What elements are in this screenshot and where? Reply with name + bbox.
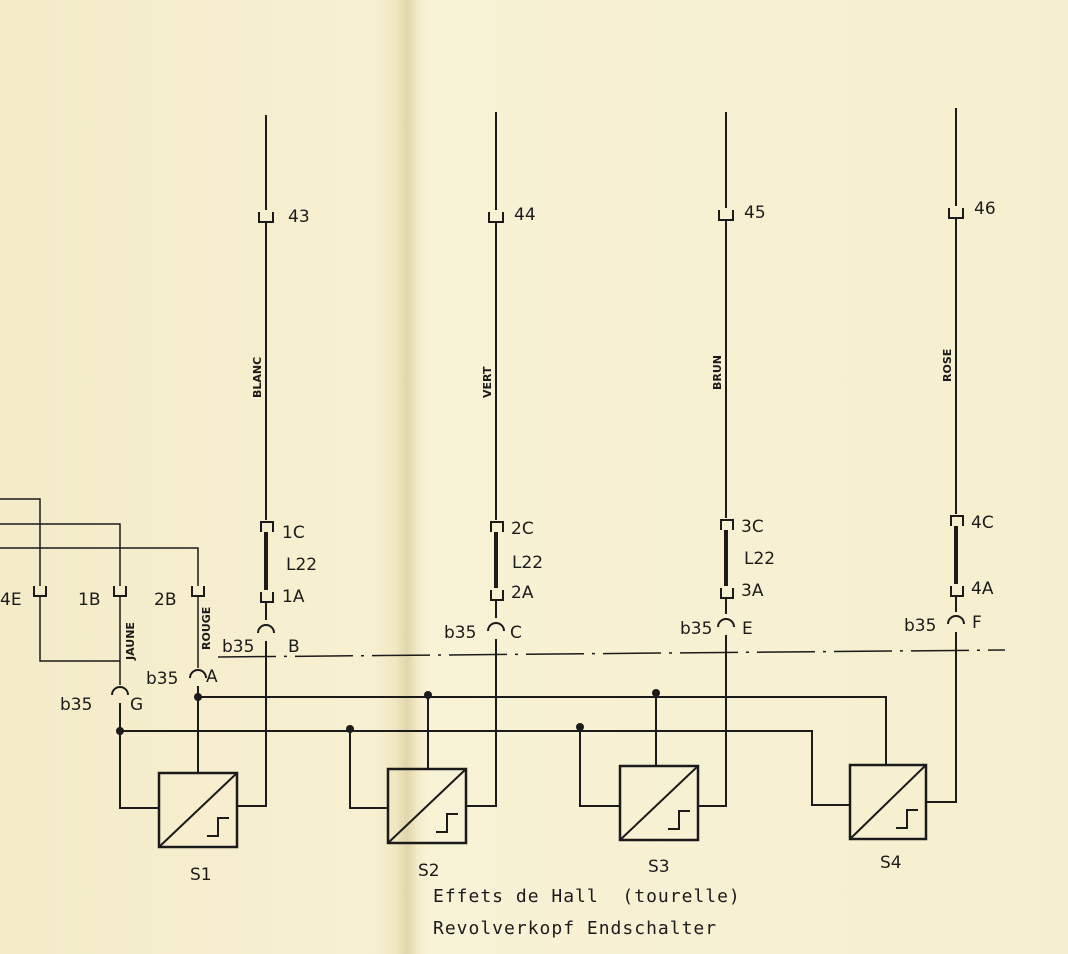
connector-2b-label: 2B [154, 590, 176, 610]
paper-fold [396, 0, 418, 954]
connector-1c-label: 1C [282, 523, 305, 543]
supply-bus-lines [116, 686, 887, 806]
b35-connectors [111, 615, 965, 696]
b35-label-g: b35 [60, 695, 92, 715]
wire-color-brun: BRUN [711, 355, 724, 390]
connector-1b-label: 1B [78, 590, 100, 610]
connector-block-2 [490, 521, 504, 618]
wire-45 [718, 112, 734, 518]
connector-4a-label: 4A [971, 579, 994, 599]
wire-43 [258, 115, 274, 520]
wire-44 [488, 112, 504, 520]
left-feed-wires [0, 498, 205, 685]
connector-4e-label: 4E [0, 590, 22, 610]
wire-color-rouge: ROUGE [200, 607, 213, 650]
b35-pin-g: G [130, 695, 143, 715]
connector-3c-label: 3C [741, 517, 764, 537]
b35-pin-e: E [742, 619, 753, 639]
b35-label-e: b35 [680, 619, 712, 639]
b35-pin-f: F [972, 613, 982, 633]
terminal-46-label: 46 [974, 199, 996, 219]
wire-color-jaune: JAUNE [124, 622, 137, 661]
sensor-s3-label: S3 [648, 857, 670, 877]
b35-pin-b: B [288, 637, 300, 657]
b35-pin-c: C [510, 623, 522, 643]
connector-3a-label: 3A [741, 581, 764, 601]
caption-line-2: Revolverkopf Endschalter [433, 918, 717, 939]
connector-4c-label: 4C [971, 513, 994, 533]
signal-wires [237, 632, 957, 807]
b35-pin-a: A [206, 667, 218, 687]
wire-color-rose: ROSE [941, 349, 954, 382]
terminal-43-label: 43 [288, 207, 310, 227]
cable-l22-label-3: L22 [744, 549, 775, 569]
sensor-s1-label: S1 [190, 865, 212, 885]
cable-l22-label-2: L22 [512, 553, 543, 573]
b35-label-a: b35 [146, 669, 178, 689]
hall-sensor-s2 [349, 695, 468, 845]
connector-2a-label: 2A [511, 583, 534, 603]
b35-label-c: b35 [444, 623, 476, 643]
connector-block-3 [720, 519, 734, 614]
wire-46 [948, 108, 964, 514]
connector-2c-label: 2C [511, 519, 534, 539]
sensor-s4-label: S4 [880, 853, 902, 873]
hall-sensor-s3 [579, 693, 700, 842]
cable-l22-label-1: L22 [286, 555, 317, 575]
hall-sensor-s4 [848, 763, 928, 841]
sensor-s2-label: S2 [418, 861, 440, 881]
terminal-45-label: 45 [744, 203, 766, 223]
wire-color-vert: VERT [481, 366, 494, 398]
terminal-44-label: 44 [514, 205, 536, 225]
b35-label-f: b35 [904, 616, 936, 636]
connector-block-1 [260, 521, 274, 620]
connector-block-4 [950, 515, 964, 612]
wire-color-blanc: BLANC [251, 357, 264, 398]
caption-line-1: Effets de Hall (tourelle) [433, 886, 741, 907]
b35-label-b: b35 [222, 637, 254, 657]
enclosure-boundary-line [217, 649, 1006, 658]
hall-sensor-s1 [119, 697, 239, 849]
connector-1a-label: 1A [282, 587, 305, 607]
